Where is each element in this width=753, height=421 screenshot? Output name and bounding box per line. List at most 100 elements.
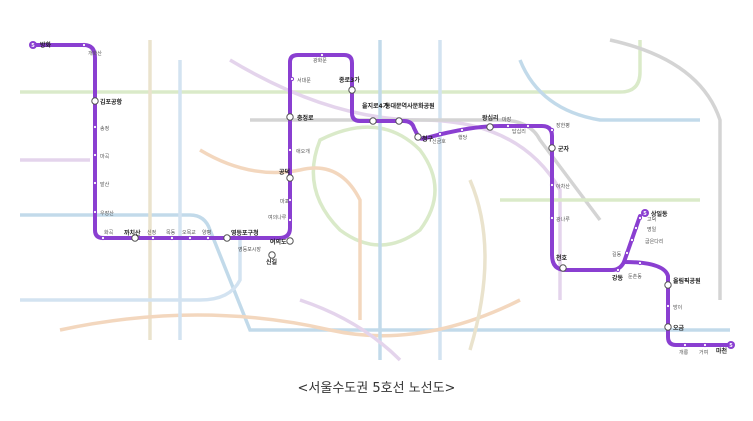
station-tick-mokdong (169, 235, 175, 241)
station-label-dunchon-dong: 둔촌동 (628, 273, 642, 280)
station-label-gongdeok: 공덕 (279, 168, 290, 176)
station-label-banghwa: 방화 (40, 41, 52, 49)
station-label-balsan: 발산 (100, 181, 110, 188)
transfer-ddp (395, 117, 403, 125)
background-line-13 (199, 148, 362, 320)
background-line-10 (20, 240, 242, 302)
station-label-mokdong: 목동 (166, 230, 176, 236)
station-label-gimpo-airport: 김포공항 (100, 98, 123, 106)
terminal-marker-sangil (641, 209, 649, 217)
station-tick-myeongil (633, 225, 639, 231)
station-tick-haengdang (459, 127, 465, 133)
transfer-chungjeongno (286, 113, 294, 121)
station-tick-mapo (287, 197, 293, 203)
station-labels: 방화 개화산 김포공항 송정 마곡 발산 우장산 화곡 까치산 신정 목동 오목… (40, 41, 728, 356)
station-tick-dapsimni (525, 123, 531, 129)
station-tick-achasan (549, 182, 555, 188)
background-line-2 (20, 213, 730, 332)
background-line-12 (609, 38, 722, 300)
background-line-1 (20, 40, 642, 94)
station-label-godeok: 고덕 (647, 216, 656, 223)
station-label-yangpyeong: 양평 (202, 229, 211, 236)
station-label-ogeum: 오금 (673, 324, 685, 332)
station-label-aeogae: 애오개 (296, 148, 310, 155)
svg-text:5: 5 (729, 343, 733, 349)
station-tick-ujangsan (92, 209, 98, 215)
station-tick-omokgyo (187, 235, 193, 241)
transfer-stations (91, 86, 672, 331)
transfer-wangsimni (486, 123, 494, 131)
background-line-17 (518, 59, 700, 122)
map-caption: <서울수도권 5호선 노선도> (297, 381, 456, 396)
station-tick-gaerong (682, 342, 688, 348)
line-5-macheon-branch (622, 260, 733, 347)
transfer-singil (268, 251, 276, 259)
station-label-haengdang: 행당 (458, 134, 468, 141)
station-label-cheonggu: 청구 (422, 135, 434, 143)
transfer-jongno3ga (348, 86, 356, 94)
background-network (20, 38, 730, 362)
transfer-cheonggu (414, 133, 422, 141)
transfer-euljiro4ga (369, 117, 377, 125)
background-line-11 (468, 179, 487, 351)
station-tick-hwagok (100, 235, 106, 241)
station-tick-dunchon-dong (637, 260, 643, 266)
station-tick-singeumho (437, 131, 443, 137)
station-tick-gwangnaru (549, 215, 555, 221)
transfer-cheonho (559, 264, 567, 272)
station-label-seodaemun: 서대문 (297, 77, 311, 84)
station-label-gubeundari: 굽은다리 (645, 238, 663, 245)
transfer-olympic-park (664, 281, 672, 289)
terminal-markers: 5 5 5 (29, 41, 735, 349)
station-tick-songjeong (92, 124, 98, 130)
station-tick-yangpyeong (205, 235, 211, 241)
station-label-singeumho: 신금호 (432, 138, 446, 145)
station-tick-gubeundari (629, 237, 635, 243)
station-tick-geoyeo (702, 342, 708, 348)
transfer-gimpo-airport (91, 97, 99, 105)
station-label-yeongdeungpo-market: 영등포시장 (238, 246, 261, 253)
transfer-kkachisan (131, 234, 139, 242)
station-label-gaehwasan: 개화산 (88, 50, 102, 57)
station-label-myeongil: 명일 (647, 226, 657, 233)
station-label-magok: 마곡 (100, 153, 110, 160)
background-line-5 (59, 298, 521, 338)
station-label-chungjeongno: 충정로 (297, 114, 314, 122)
station-tick-gaehwasan (81, 42, 87, 48)
station-label-gwangnaru: 광나루 (556, 216, 570, 223)
transfer-yeouido (286, 237, 294, 245)
station-label-dapsimni: 답십리 (512, 128, 526, 135)
station-label-songjeong: 송정 (100, 125, 109, 132)
svg-text:5: 5 (31, 43, 35, 49)
station-label-singil: 신길 (266, 258, 278, 266)
station-tick-sinjeong (150, 235, 156, 241)
terminal-marker-banghwa (29, 41, 37, 49)
background-line-7 (311, 125, 437, 247)
station-label-olympic-park: 올림픽공원 (673, 277, 701, 285)
station-label-hwagok: 화곡 (104, 230, 114, 236)
station-tick-seodaemun (289, 76, 295, 82)
transfer-yeongdeungpo-gu-office (223, 234, 231, 242)
station-tick-bangi (665, 303, 671, 309)
station-tick-janghanpyeong (549, 127, 555, 133)
station-label-yeongdeungpo-gu-office: 영등포구청 (231, 229, 259, 237)
station-label-gangdong: 강동 (612, 274, 624, 282)
terminal-marker-macheon (727, 341, 735, 349)
station-label-gildong: 길동 (612, 251, 622, 258)
station-label-janghanpyeong: 장한평 (556, 122, 570, 129)
transfer-gongdeok (286, 174, 294, 182)
station-tick-balsan (92, 180, 98, 186)
station-label-yeouinaru: 여의나루 (268, 214, 287, 221)
station-label-jongno3ga: 종로3가 (339, 76, 360, 84)
station-label-macheon: 마천 (716, 347, 728, 355)
transfer-ogeum (664, 323, 672, 331)
station-tick-majang (505, 123, 511, 129)
station-tick-magok (92, 152, 98, 158)
station-label-gaerong: 개롱 (679, 349, 689, 356)
station-tick-aeogae (287, 147, 293, 153)
station-tick-gildong (624, 250, 630, 256)
station-label-gunja: 군자 (558, 145, 570, 153)
station-label-omokgyo: 오목교 (182, 230, 196, 236)
station-label-bangi: 방이 (673, 304, 682, 311)
station-label-yeouido: 여의도 (270, 238, 287, 246)
